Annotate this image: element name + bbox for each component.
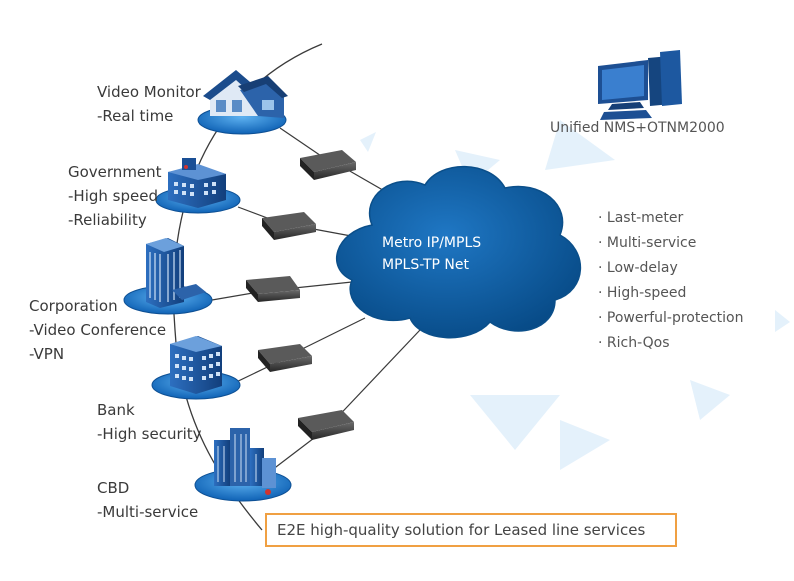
bank-building-icon	[170, 336, 222, 394]
label-bank: Bank -High security	[97, 398, 202, 446]
label-line: -Reliability	[68, 211, 147, 229]
label-cbd: CBD -Multi-service	[97, 476, 198, 524]
cloud-label: Metro IP/MPLS MPLS-TP Net	[382, 232, 512, 276]
label-line: -Real time	[97, 107, 174, 125]
network-device-icon	[298, 410, 354, 440]
label-line: Bank	[97, 401, 135, 419]
feature-list: · Last-meter · Multi-service · Low-delay…	[598, 206, 744, 356]
site-cbd	[194, 428, 292, 502]
government-building-icon	[168, 158, 226, 208]
network-device-icon	[262, 212, 316, 240]
feature-item: · Powerful-protection	[598, 310, 744, 326]
network-device-icon	[300, 150, 356, 180]
network-device-icon	[258, 344, 312, 372]
label-line: -Video Conference	[29, 321, 167, 339]
label-line: CBD	[97, 479, 130, 497]
label-government: Government -High speed -Reliability	[68, 160, 162, 232]
site-government	[155, 158, 241, 214]
label-corporation: Corporation -Video Conference -VPN	[29, 294, 166, 366]
label-line: -Multi-service	[97, 503, 199, 521]
site-video-monitor	[197, 70, 288, 135]
feature-item: · Multi-service	[598, 235, 697, 251]
label-line: Video Monitor	[97, 83, 201, 101]
label-line: Corporation	[29, 297, 118, 315]
house-icon	[203, 70, 288, 118]
city-skyline-icon	[214, 428, 276, 495]
label-line: -VPN	[29, 345, 65, 363]
cloud-line-1: Metro IP/MPLS	[382, 235, 482, 251]
background-shapes	[360, 120, 790, 470]
feature-item: · Rich-Qos	[598, 335, 670, 351]
site-bank	[151, 336, 241, 400]
site-corporation	[123, 238, 213, 315]
office-tower-icon	[146, 238, 206, 308]
feature-item: · Low-delay	[598, 260, 678, 276]
label-line: -High security	[97, 425, 202, 443]
feature-item: · High-speed	[598, 285, 687, 301]
label-line: -High speed	[68, 187, 158, 205]
metro-cloud	[335, 165, 582, 339]
feature-item: · Last-meter	[598, 210, 684, 226]
desktop-computer-icon	[598, 50, 682, 120]
cloud-line-2: MPLS-TP Net	[382, 257, 469, 273]
network-device-icon	[246, 276, 300, 302]
nms-label: Unified NMS+OTNM2000	[550, 120, 725, 136]
solution-banner: E2E high-quality solution for Leased lin…	[265, 513, 677, 547]
label-video-monitor: Video Monitor -Real time	[97, 80, 201, 128]
label-line: Government	[68, 163, 162, 181]
